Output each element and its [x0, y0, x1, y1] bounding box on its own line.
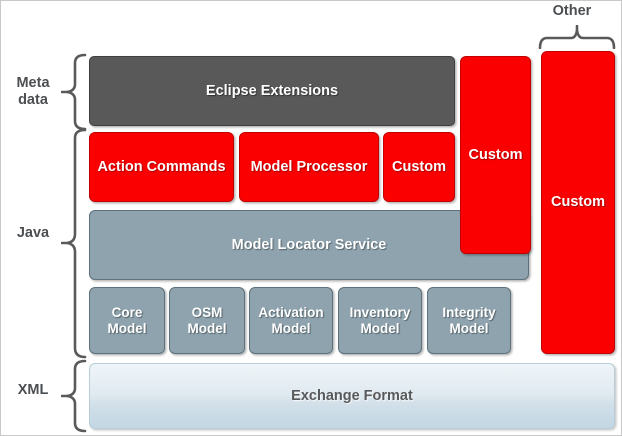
- other-group-label: Other: [552, 3, 592, 19]
- box-custom-component[interactable]: Custom: [383, 132, 455, 202]
- xml-brace: [61, 359, 87, 433]
- box-exchange-format[interactable]: Exchange Format: [89, 363, 615, 429]
- box-inventory-model[interactable]: Inventory Model: [338, 287, 422, 354]
- other-brace: [538, 25, 616, 49]
- layer-label-xml: XML: [17, 382, 49, 398]
- layer-label-java: Java: [16, 225, 50, 241]
- layer-label-metadata: Meta data: [16, 75, 50, 108]
- box-model-locator-service[interactable]: Model Locator Service: [89, 210, 529, 280]
- box-integrity-model[interactable]: Integrity Model: [427, 287, 511, 354]
- metadata-brace: [61, 53, 87, 131]
- box-activation-model[interactable]: Activation Model: [249, 287, 333, 354]
- box-custom-span-middle[interactable]: Custom: [460, 56, 531, 254]
- box-eclipse-extensions[interactable]: Eclipse Extensions: [89, 56, 455, 126]
- box-model-processor[interactable]: Model Processor: [239, 132, 379, 202]
- box-core-model[interactable]: Core Model: [89, 287, 165, 354]
- box-custom-span-other[interactable]: Custom: [541, 51, 615, 354]
- box-action-commands[interactable]: Action Commands: [89, 132, 234, 202]
- java-brace: [61, 128, 87, 359]
- box-osm-model[interactable]: OSM Model: [169, 287, 245, 354]
